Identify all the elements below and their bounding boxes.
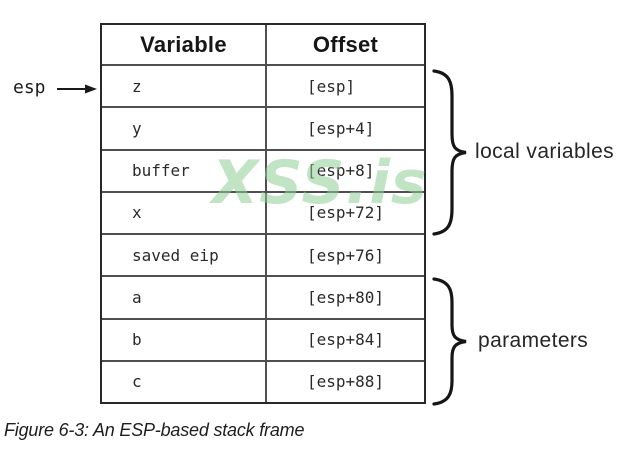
- table-cell-offset: [esp+84]: [265, 317, 424, 360]
- figure-caption: Figure 6-3: An ESP-based stack frame: [4, 420, 305, 440]
- table-cell-variable: saved eip: [102, 233, 265, 275]
- column-header-variable: Variable: [140, 31, 227, 57]
- table-cell-offset: [esp+8]: [265, 148, 424, 191]
- table-cell-offset: [esp+72]: [265, 190, 424, 233]
- table-cell-variable: a: [102, 275, 265, 317]
- local-variables-label: local variables: [475, 140, 615, 163]
- table-cell-offset: [esp+80]: [265, 275, 424, 318]
- local-variables-brace: [432, 69, 467, 236]
- table-cell-variable: buffer: [102, 148, 265, 191]
- table-cell-variable: x: [102, 190, 265, 233]
- stack-frame-table: Variable Offset z [esp] y [esp+4] buffer…: [100, 23, 426, 404]
- parameters-label: parameters: [478, 329, 589, 352]
- table-cell-variable: z: [102, 64, 265, 106]
- table-cell-offset: [esp+76]: [265, 233, 424, 276]
- esp-register-label: esp: [13, 77, 46, 98]
- table-cell-offset: [esp+4]: [265, 106, 424, 149]
- parameters-brace: [432, 277, 467, 406]
- table-cell-offset: [esp]: [265, 64, 424, 107]
- table-cell-variable: c: [102, 359, 265, 402]
- watermark: XSS.is: [212, 148, 428, 218]
- column-header-offset: Offset: [265, 25, 424, 64]
- table-cell-offset: [esp+88]: [265, 359, 424, 402]
- esp-arrow-icon: [57, 84, 97, 94]
- table-cell-variable: y: [102, 106, 265, 148]
- table-cell-variable: b: [102, 317, 265, 360]
